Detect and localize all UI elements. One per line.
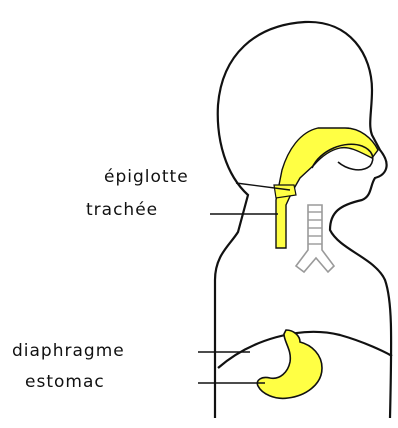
label-epiglotte: épiglotte <box>104 167 189 187</box>
trachea-tube <box>296 205 334 272</box>
label-diaphragme: diaphragme <box>12 341 125 361</box>
epiglottis-flap <box>274 185 296 198</box>
label-trachee: trachée <box>86 200 158 220</box>
label-estomac: estomac <box>25 372 105 392</box>
trachea <box>296 205 334 272</box>
